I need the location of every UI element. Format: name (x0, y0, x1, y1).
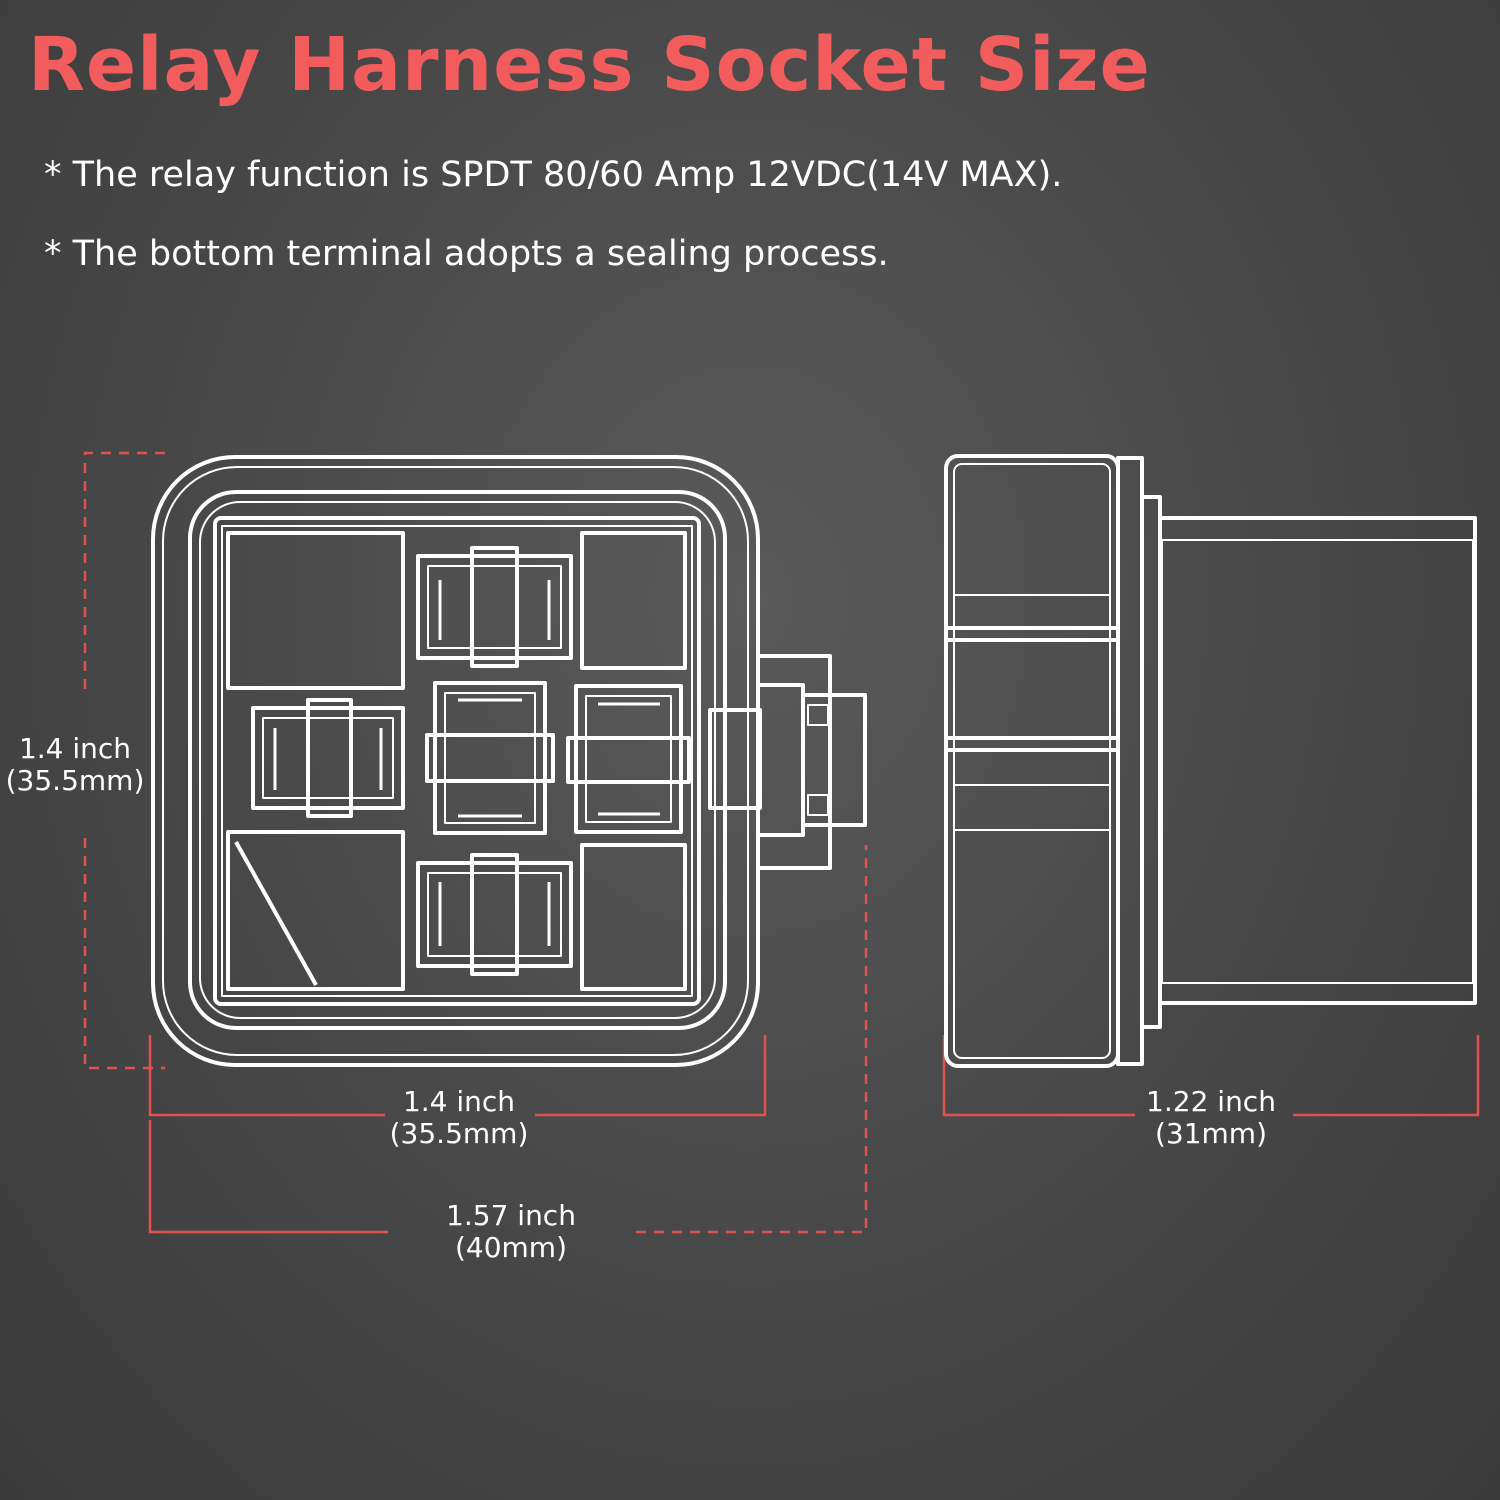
dimension-width-inch: 1.4 inch (402, 1085, 516, 1118)
dimension-width-label: 1.4 inch (35.5mm) (390, 1086, 529, 1150)
bullet-relay-function: * The relay function is SPDT 80/60 Amp 1… (44, 155, 1063, 195)
terminal-right (566, 684, 691, 834)
page-title: Relay Harness Socket Size (28, 22, 1151, 108)
terminal-bottom (416, 853, 573, 976)
locking-tab (708, 654, 867, 870)
dimension-lines (83, 451, 1480, 1234)
terminal-left (251, 698, 405, 818)
cavity-bottom-left (226, 830, 405, 991)
terminal-center (425, 681, 555, 835)
dimension-depth-inch: 1.22 inch (1146, 1085, 1276, 1118)
cavity-top-right (580, 531, 687, 670)
terminal-top (416, 546, 573, 668)
dimension-overall-width-label: 1.57 inch (40mm) (446, 1200, 576, 1264)
socket-front-view (151, 455, 867, 1067)
dimension-overall-width-inch: 1.57 inch (446, 1199, 576, 1232)
bullet-sealing-process: * The bottom terminal adopts a sealing p… (44, 234, 889, 274)
dimension-depth-label: 1.22 inch (31mm) (1146, 1086, 1276, 1150)
dimension-height-label: 1.4 inch (35.5mm) (6, 733, 145, 797)
dimension-overall-width-mm: (40mm) (454, 1231, 568, 1264)
cavity-top-left (226, 531, 405, 690)
dimension-height-inch: 1.4 inch (18, 732, 132, 765)
dimension-width-mm: (35.5mm) (389, 1117, 529, 1150)
socket-side-view (944, 454, 1477, 1068)
cavity-bottom-right (580, 843, 687, 991)
dimension-depth-mm: (31mm) (1154, 1117, 1268, 1150)
dimension-height-mm: (35.5mm) (5, 764, 145, 797)
